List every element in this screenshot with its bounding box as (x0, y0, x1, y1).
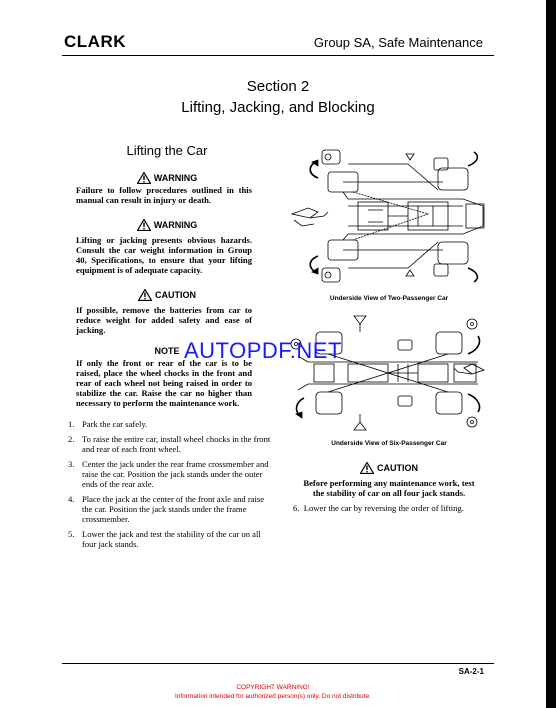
page-edge-bar (546, 0, 556, 708)
page-number: SA-2-1 (458, 667, 484, 676)
step-6-number: 6. (293, 503, 300, 513)
figure-2-caption: Underside View of Six-Passenger Car (331, 440, 447, 447)
list-item: 1.Park the car safely. (68, 419, 148, 429)
copyright-title: COPYRIGHT WARNING! (236, 684, 310, 691)
footer-rule (62, 663, 494, 664)
list-item: 4.Place the jack at the center of the fr… (68, 494, 265, 524)
caution-2-label: CAUTION (377, 463, 418, 473)
caution-triangle-icon (137, 288, 153, 302)
caution-2-heading: CAUTION (292, 461, 486, 475)
warning-2-heading: WARNING (62, 218, 272, 232)
step-6-text: Lower the car by reversing the order of … (303, 503, 464, 513)
step-6: 6. Lower the car by reversing the order … (293, 503, 487, 513)
copyright-text: Information intended for authorized pers… (174, 693, 372, 700)
clark-logo: CLARK (64, 32, 126, 51)
warning-2-label: WARNING (153, 220, 198, 230)
warning-1-text: Failure to follow procedures outlined in… (76, 185, 252, 205)
six-passenger-underside-figure (290, 315, 486, 431)
list-item: 3.Center the jack under the rear frame c… (68, 459, 269, 489)
warning-2-text: Lifting or jacking presents obvious haza… (76, 235, 252, 275)
note-heading: NOTE (154, 346, 180, 356)
section-title: Lifting, Jacking, and Blocking (181, 99, 375, 116)
watermark: AUTOPDF.NET (184, 338, 342, 363)
group-title: Group SA, Safe Maintenance (313, 35, 483, 50)
note-text: If only the front or rear of the car is … (76, 358, 252, 408)
warning-1-heading: WARNING (62, 171, 272, 185)
header-rule (62, 55, 494, 56)
caution-1-label: CAUTION (155, 290, 196, 300)
caution-triangle-icon (359, 461, 375, 475)
warning-triangle-icon (136, 171, 152, 185)
caution-1-heading: CAUTION (62, 288, 272, 302)
lifting-heading: Lifting the Car (126, 143, 208, 158)
lifting-steps: 1.Park the car safely. 2.To raise the en… (68, 419, 274, 554)
warning-1-label: WARNING (153, 173, 198, 183)
list-item: 2.To raise the entire car, install wheel… (68, 434, 271, 454)
section-number: Section 2 (246, 78, 310, 95)
warning-triangle-icon (136, 218, 152, 232)
caution-1-text: If possible, remove the batteries from c… (76, 305, 252, 335)
caution-2-text: Before performing any maintenance work, … (303, 478, 475, 498)
list-item: 5.Lower the jack and test the stability … (68, 529, 261, 549)
two-passenger-underside-figure (290, 149, 485, 283)
figure-1-caption: Underside View of Two-Passenger Car (329, 295, 449, 302)
